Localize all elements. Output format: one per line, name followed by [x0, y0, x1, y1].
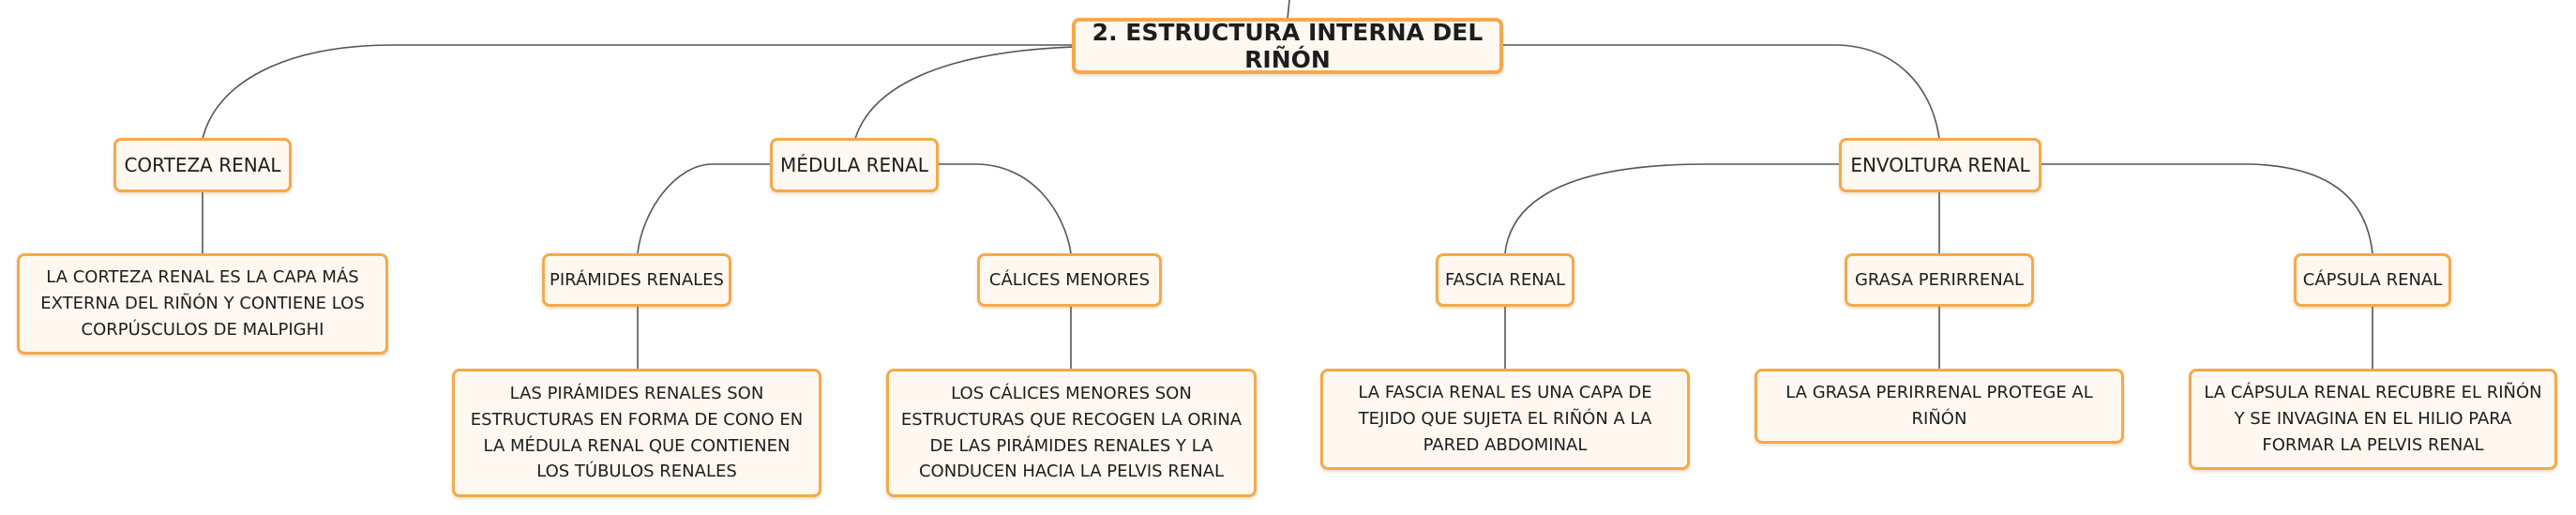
envoltura-renal-node[interactable]: ENVOLTURA RENAL [1839, 138, 2041, 192]
capsula-renal-node[interactable]: CÁPSULA RENAL [2294, 253, 2451, 307]
link-title-medula [854, 46, 1075, 140]
link-medula-piramides [637, 163, 771, 254]
link-envoltura-capsula [2041, 163, 2373, 254]
grasa-perirrenal-desc[interactable]: LA GRASA PERIRRENAL PROTEGE AL RIÑÓN [1755, 369, 2124, 444]
capsula-renal-desc[interactable]: LA CÁPSULA RENAL RECUBRE EL RIÑÓN Y SE I… [2189, 369, 2557, 470]
piramides-renales-desc[interactable]: LAS PIRÁMIDES RENALES SON ESTRUCTURAS EN… [452, 369, 821, 497]
fascia-renal-desc[interactable]: LA FASCIA RENAL ES UNA CAPA DE TEJIDO QU… [1320, 369, 1690, 470]
medula-renal-node[interactable]: MÉDULA RENAL [770, 138, 939, 192]
piramides-renales-node[interactable]: PIRÁMIDES RENALES [542, 253, 731, 307]
grasa-perirrenal-node[interactable]: GRASA PERIRRENAL [1845, 253, 2034, 307]
link-medula-calices [938, 163, 1072, 254]
link-title-corteza [202, 44, 1074, 140]
link-envoltura-fascia [1504, 163, 1840, 254]
central-topic[interactable]: 2. ESTRUCTURA INTERNA DEL RIÑÓN [1072, 18, 1503, 74]
calices-menores-desc[interactable]: LOS CÁLICES MENORES SON ESTRUCTURAS QUE … [886, 369, 1257, 497]
calices-menores-node[interactable]: CÁLICES MENORES [977, 253, 1162, 307]
corteza-renal-desc[interactable]: LA CORTEZA RENAL ES LA CAPA MÁS EXTERNA … [17, 253, 388, 355]
link-title-envoltura [1501, 44, 1940, 140]
fascia-renal-node[interactable]: FASCIA RENAL [1436, 253, 1574, 307]
corteza-renal-node[interactable]: CORTEZA RENAL [113, 138, 292, 192]
link-parent-title [1287, 0, 1290, 20]
